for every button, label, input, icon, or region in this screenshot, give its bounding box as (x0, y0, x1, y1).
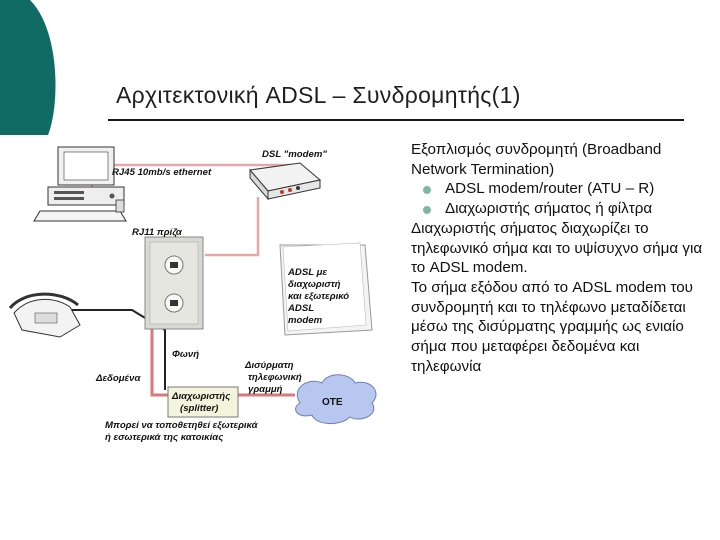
rj11-wall-jack-icon (144, 236, 204, 330)
label-adsl-filter-2: διαχωριστή (288, 279, 341, 290)
adsl-filter-note-box (279, 242, 373, 336)
bullet-item: ADSL modem/router (ATU – R) (411, 179, 711, 199)
paragraph-splitter: Διαχωριστής σήματος διαχωρίζει το τηλεφω… (411, 219, 703, 277)
label-adsl-filter-4: ADSL (287, 303, 314, 314)
label-twisted-3: γραμμή (248, 384, 283, 395)
computer-icon (33, 146, 127, 222)
paragraph-output-signal: Το σήμα εξόδου από το ADSL modem του συν… (411, 278, 693, 375)
ote-cloud-icon (295, 374, 377, 424)
label-twisted-1: Δισύρματη (244, 360, 294, 371)
label-voice: Φωνή (172, 349, 199, 360)
label-ote: OTE (322, 397, 343, 408)
bullet-text: Διαχωριστής σήματος ή φίλτρα (445, 200, 653, 218)
label-rj11: RJ11 πρίζα (132, 227, 183, 238)
label-adsl-filter-3: και εξωτερικό (288, 291, 349, 302)
label-data: Δεδομένα (95, 373, 141, 384)
telephone-icon (8, 292, 81, 338)
splitter-box (167, 386, 239, 418)
dsl-modem-icon (249, 162, 322, 201)
bullet-dot-icon (423, 186, 431, 195)
corner-fill (0, 0, 56, 135)
label-twisted-2: τηλεφωνική (248, 372, 302, 383)
bullet-item: Διαχωριστής σήματος ή φίλτρα (411, 199, 711, 219)
decorative-corner-shape (0, 0, 56, 135)
label-dsl-modem: DSL "modem" (262, 149, 327, 160)
label-splitter-2: (splitter) (180, 403, 218, 414)
label-adsl-filter-5: modem (288, 315, 323, 326)
label-placement-2: ή εσωτερικά της κατοικίας (105, 432, 224, 443)
cable-data-line (150, 325, 170, 397)
intro-text: Εξοπλισμός συνδρομητή (Broadband Network… (411, 141, 662, 178)
title-underline (108, 119, 684, 121)
label-rj45: RJ45 10mb/s ethernet (112, 167, 212, 178)
label-placement-1: Μπορεί να τοποθετηθεί εξωτερικά (105, 420, 259, 431)
bullet-text: ADSL modem/router (ATU – R) (445, 180, 655, 198)
adsl-subscriber-diagram: RJ45 10mb/s ethernet DSL "modem" RJ11 πρ… (8, 146, 377, 443)
slide-title: Αρχιτεκτονική ADSL – Συνδρομητής(1) (116, 82, 521, 108)
label-adsl-filter-1: ADSL με (287, 267, 327, 278)
bullet-dot-icon (423, 206, 431, 215)
slide-body: Εξοπλισμός συνδρομητή (Broadband Network… (411, 140, 711, 376)
cable-modem-to-wall (205, 197, 260, 257)
label-splitter-1: Διαχωριστής (171, 391, 231, 402)
